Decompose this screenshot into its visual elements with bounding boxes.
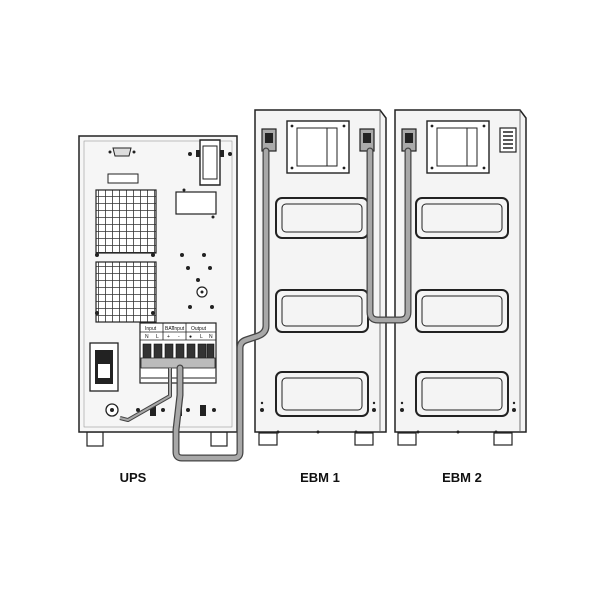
ebm2-screws [400,401,516,434]
ebm1-cabinet [254,109,387,446]
cable-ups-to-ebm1 [172,147,270,462]
ebm1-top-panel [286,120,350,174]
ebm2-cabinet [394,109,527,446]
ups-vent-grille-lower [95,261,157,323]
terminal-pin-5: ● [189,334,192,340]
terminal-pin-6: L [200,334,203,340]
terminal-pin-2: L [156,334,159,340]
terminal-group-input: Input [145,326,157,332]
terminal-group-bat: BAT [165,326,174,332]
ebm1-label: EBM 1 [300,470,340,485]
ebm2-battery-handles [415,197,509,417]
cable-ups-secondary [119,368,172,422]
ebm1-screws [260,401,376,434]
ups-option-panel [175,188,217,219]
ups-comm-slot [107,173,139,184]
ebm2-label: EBM 2 [442,470,482,485]
ebm2-connector-left [401,128,417,152]
ebm1-connector-right [359,128,375,152]
ups-communication-port [108,147,136,157]
terminal-pin-1: N [145,334,149,340]
terminal-group-input-2: Input [173,326,185,332]
terminal-pin-3: + [167,334,170,340]
terminal-pin-4: - [178,334,180,340]
terminal-group-output: Output [191,326,207,332]
ups-vent-grille-upper [95,189,157,254]
ups-terminal-block: Input BAT Input Output N L + - ● L N [139,322,217,384]
cable-ebm1-to-ebm2 [366,147,412,324]
ebm2-top-panel [426,120,490,174]
ebm1-connector-left [261,128,277,152]
ups-expansion-slot [188,139,232,186]
ups-mounting-screws [95,253,214,315]
ebm2-connector-right-cap [499,127,517,153]
ups-label: UPS [119,470,147,485]
ups-breaker [89,342,119,392]
terminal-pin-7: N [209,334,213,340]
